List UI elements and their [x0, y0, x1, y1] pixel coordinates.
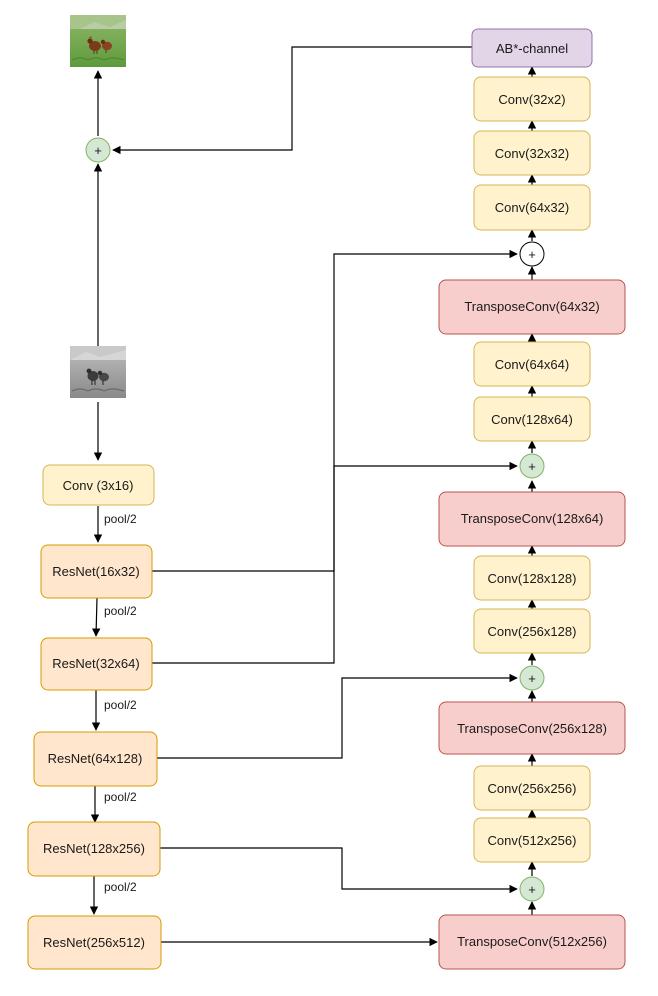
svg-text:ResNet(256x512): ResNet(256x512) [43, 935, 145, 950]
sum-node-stage-4: + [519, 241, 545, 267]
svg-text:+: + [528, 459, 536, 474]
encoder-resnet-1: ResNet(16x32) [40, 544, 153, 599]
svg-text:ResNet(128x256): ResNet(128x256) [43, 841, 145, 856]
edges [89, 46, 537, 947]
encoder-resnet-5: ResNet(256x512) [27, 915, 162, 970]
svg-text:+: + [94, 143, 102, 158]
svg-text:ResNet(64x128): ResNet(64x128) [48, 751, 143, 766]
decoder-conv-2a: Conv(256x128) [473, 608, 591, 654]
svg-text:Conv (3x16): Conv (3x16) [63, 478, 134, 493]
decoder-transpose-2: TransposeConv(256x128) [438, 701, 626, 755]
decoder-output-ab-channel: AB*-channel [471, 28, 593, 68]
decoder-conv-1a: Conv(512x256) [473, 817, 591, 863]
encoder-resnet-4: ResNet(128x256) [27, 821, 161, 877]
sum-node-output: + [85, 137, 111, 163]
pool-label-5: pool/2 [104, 880, 137, 894]
decoder-conv-4b: Conv(32x32) [473, 130, 591, 176]
pool-label-2: pool/2 [104, 604, 137, 618]
pool-label-1: pool/2 [104, 512, 137, 526]
decoder-conv-2b: Conv(128x128) [473, 555, 591, 601]
svg-text:ResNet(32x64): ResNet(32x64) [52, 656, 139, 671]
svg-text:Conv(256x256): Conv(256x256) [488, 781, 577, 796]
decoder-conv-1b: Conv(256x256) [473, 765, 591, 811]
edge-resnet2-skip [152, 461, 518, 664]
decoder-conv-3b: Conv(64x64) [473, 341, 591, 387]
decoder-conv-4c: Conv(32x2) [473, 76, 591, 122]
decoder-conv-3a: Conv(128x64) [473, 396, 591, 442]
svg-text:+: + [528, 882, 536, 897]
sum-node-stage-2: + [519, 665, 545, 691]
encoder-conv-input: Conv (3x16) [42, 464, 155, 506]
sum-node-stage-1: + [519, 876, 545, 902]
encoder-resnet-2: ResNet(32x64) [40, 637, 153, 691]
svg-text:+: + [528, 671, 536, 686]
decoder-transpose-1: TransposeConv(512x256) [438, 914, 626, 970]
decoder-transpose-4: TransposeConv(64x32) [438, 279, 626, 335]
svg-text:Conv(128x64): Conv(128x64) [491, 412, 573, 427]
svg-text:TransposeConv(64x32): TransposeConv(64x32) [464, 299, 599, 314]
edge-resnet3-skip [157, 673, 518, 759]
svg-text:AB*-channel: AB*-channel [496, 41, 568, 56]
svg-text:Conv(64x64): Conv(64x64) [495, 357, 569, 372]
pool-label-4: pool/2 [104, 790, 137, 804]
svg-text:Conv(512x256): Conv(512x256) [488, 833, 577, 848]
svg-text:Conv(64x32): Conv(64x32) [495, 200, 569, 215]
decoder-conv-4a: Conv(64x32) [473, 184, 591, 231]
encoder-resnet-3: ResNet(64x128) [33, 731, 158, 787]
decoder-transpose-3: TransposeConv(128x64) [438, 491, 626, 547]
svg-text:TransposeConv(128x64): TransposeConv(128x64) [461, 511, 604, 526]
svg-text:Conv(32x2): Conv(32x2) [498, 92, 565, 107]
pool-label-3: pool/2 [104, 698, 137, 712]
svg-text:Conv(128x128): Conv(128x128) [488, 571, 577, 586]
svg-text:ResNet(16x32): ResNet(16x32) [52, 564, 139, 579]
svg-text:Conv(32x32): Conv(32x32) [495, 146, 569, 161]
svg-text:TransposeConv(512x256): TransposeConv(512x256) [457, 934, 607, 949]
grayscale-input-photo-icon [70, 346, 126, 398]
svg-text:TransposeConv(256x128): TransposeConv(256x128) [457, 721, 607, 736]
colorized-output-photo-icon [70, 15, 126, 67]
edge-resnet1-skip [152, 249, 518, 572]
svg-text:Conv(256x128): Conv(256x128) [488, 624, 577, 639]
sum-node-stage-3: + [519, 453, 545, 479]
edge-resnet4-skip [160, 847, 518, 894]
svg-text:+: + [528, 247, 536, 262]
edge-resnet1-to-resnet2 [92, 597, 101, 637]
edge-output-to-sum [112, 46, 472, 155]
